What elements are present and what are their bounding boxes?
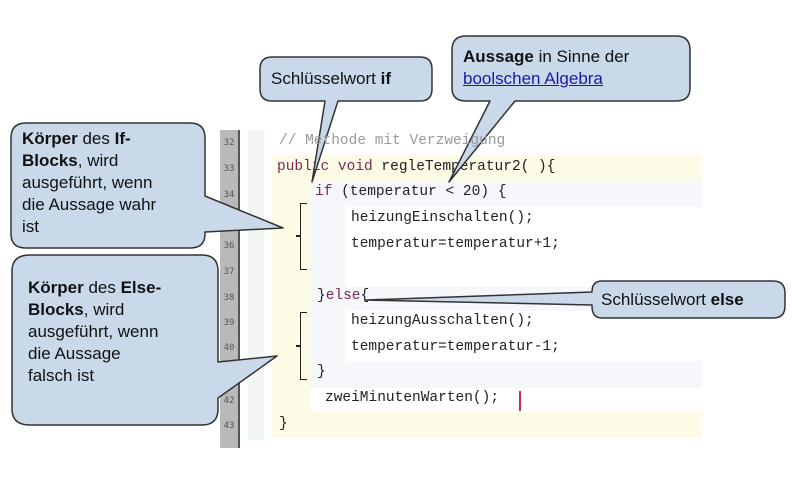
- else-body-highlight: [345, 311, 702, 361]
- text: , wird: [83, 300, 125, 319]
- text: ausgeführt, wenn: [28, 322, 159, 341]
- if-body-highlight: [345, 207, 702, 287]
- code-line[interactable]: heizungAusschalten();: [351, 313, 534, 329]
- text: die Aussage: [28, 344, 121, 363]
- code-text: {: [360, 288, 370, 304]
- text: else: [710, 290, 744, 309]
- text: , wird: [77, 151, 119, 170]
- text: If-: [114, 129, 131, 148]
- text: des: [77, 129, 115, 148]
- text: Körper: [28, 278, 84, 297]
- code-line[interactable]: }: [279, 416, 288, 432]
- line-number: 38: [223, 293, 235, 303]
- code-line[interactable]: temperatur=temperatur-1;: [351, 339, 560, 355]
- text: falsch ist: [28, 366, 95, 385]
- boolean-algebra-link[interactable]: boolschen Algebra: [463, 69, 603, 88]
- line-number: 40: [223, 343, 235, 353]
- code-text: }: [317, 288, 326, 304]
- keyword: if: [315, 184, 333, 200]
- code-line-else[interactable]: }else{: [317, 288, 369, 304]
- callout-if-body-text: Körper des If- Blocks, wird ausgeführt, …: [22, 128, 156, 238]
- callout-else-body: [11, 254, 278, 426]
- line-number: 34: [223, 190, 235, 200]
- text: des: [83, 278, 121, 297]
- callout-statement-text: Aussage in Sinne der boolschen Algebra: [463, 46, 629, 90]
- line-number: 32: [223, 138, 235, 148]
- text: Blocks: [28, 300, 84, 319]
- code-line-if[interactable]: if (temperatur < 20) {: [315, 184, 506, 200]
- callout-keyword-if: [259, 56, 433, 183]
- code-text: (temperatur < 20) {: [332, 184, 507, 200]
- line-number: 39: [223, 318, 235, 328]
- bracket-tick: [296, 345, 301, 347]
- code-line[interactable]: }: [317, 364, 326, 380]
- line-number: 43: [223, 421, 235, 431]
- text: Schlüsselwort: [271, 69, 381, 88]
- if-body-bracket: [300, 203, 307, 270]
- text: if: [380, 69, 391, 88]
- text: die Aussage wahr: [22, 195, 157, 214]
- callout-statement: [448, 35, 691, 183]
- callout-keyword-else: [365, 280, 786, 319]
- callout-keyword-if-text: Schlüsselwort if: [271, 68, 391, 90]
- text: Aussage: [463, 47, 534, 66]
- text-cursor: [519, 391, 521, 411]
- keyword: else: [325, 288, 361, 304]
- text: ist: [22, 217, 39, 236]
- text: Schlüsselwort: [601, 290, 711, 309]
- code-line[interactable]: temperatur=temperatur+1;: [351, 236, 560, 252]
- code-comment: // Methode mit Verzweigung: [279, 133, 506, 149]
- text: ausgeführt, wenn: [22, 173, 153, 192]
- line-number: 42: [223, 396, 235, 406]
- line-number: 36: [223, 241, 235, 251]
- code-line[interactable]: heizungEinschalten();: [351, 210, 534, 226]
- text: in Sinne der: [533, 47, 630, 66]
- line-number: 33: [223, 164, 235, 174]
- current-line-highlight: [310, 388, 702, 412]
- code-line[interactable]: zweiMinutenWarten();: [325, 390, 500, 406]
- line-number: 37: [223, 267, 235, 277]
- callout-else-body-text: Körper des Else- Blocks, wird ausgeführt…: [28, 277, 161, 387]
- text: Körper: [22, 129, 78, 148]
- callout-keyword-else-text: Schlüsselwort else: [601, 289, 744, 311]
- callout-if-body: [10, 122, 284, 249]
- bracket-tick: [296, 235, 301, 237]
- text: Else-: [120, 278, 162, 297]
- code-text: regleTemperatur2( ){: [372, 159, 556, 175]
- text: Blocks: [22, 151, 78, 170]
